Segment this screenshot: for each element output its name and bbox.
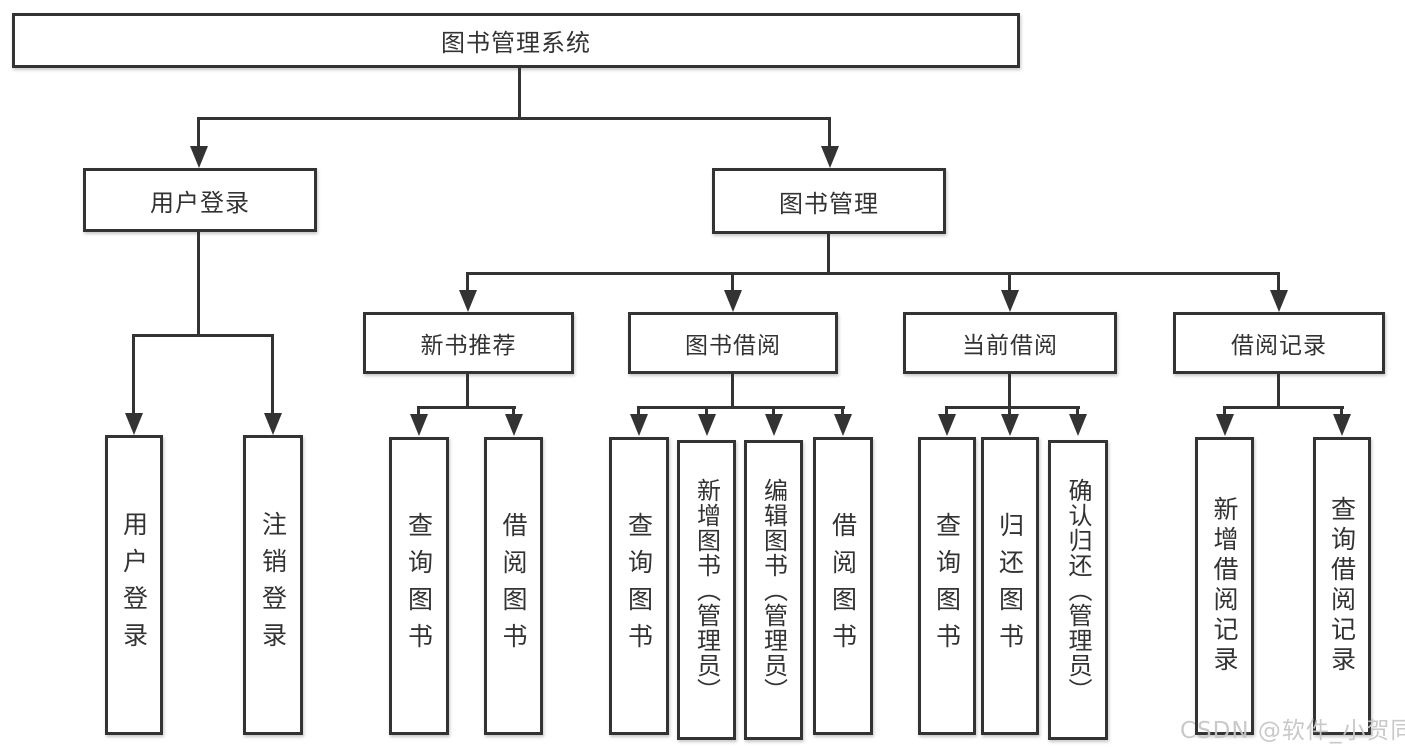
node-book-management: 图书管理 <box>712 168 946 234</box>
connector-line <box>1277 274 1280 290</box>
arrow-down-icon <box>1333 414 1351 436</box>
arrow-down-icon <box>1216 414 1234 436</box>
leaf-query-borrow-record: 查询借阅记录 <box>1313 437 1371 735</box>
connector-line <box>132 336 135 414</box>
leaf-query-books-current-label: 查询图书 <box>932 512 962 660</box>
node-new-book-recommend: 新书推荐 <box>363 312 574 374</box>
arrow-down-icon <box>821 146 839 168</box>
leaf-add-book-admin-label: 新增图书（管理员） <box>692 477 721 703</box>
leaf-confirm-return-admin-label: 确认归还（管理员） <box>1064 477 1092 703</box>
leaf-borrow-books-recommend: 借阅图书 <box>484 437 543 735</box>
leaf-logout: 注销登录 <box>243 435 303 735</box>
connector-line <box>466 272 1280 275</box>
connector-line <box>945 408 948 416</box>
connector-line <box>841 408 844 416</box>
arrow-down-icon <box>459 290 477 312</box>
leaf-user-login: 用户登录 <box>105 435 163 735</box>
node-library-management-system: 图书管理系统 <box>12 13 1020 68</box>
arrow-down-icon <box>834 414 852 436</box>
connector-line <box>705 408 708 416</box>
leaf-confirm-return-admin: 确认归还（管理员） <box>1048 440 1108 740</box>
arrow-down-icon <box>125 413 143 435</box>
connector-line <box>637 406 845 409</box>
arrow-down-icon <box>264 413 282 435</box>
leaf-borrow-books-recommend-label: 借阅图书 <box>499 512 528 660</box>
leaf-add-borrow-record: 新增借阅记录 <box>1195 437 1254 735</box>
node-book-management-label: 图书管理 <box>779 189 879 218</box>
connector-line <box>197 232 200 334</box>
leaf-query-books-recommend-label: 查询图书 <box>404 512 434 660</box>
leaf-edit-book-admin-label: 编辑图书（管理员） <box>759 477 788 703</box>
connector-line <box>466 274 469 290</box>
node-user-login: 用户登录 <box>83 168 317 232</box>
leaf-return-book: 归还图书 <box>981 437 1039 735</box>
connector-line <box>417 406 516 409</box>
connector-line <box>1277 374 1280 406</box>
arrow-down-icon <box>505 414 523 436</box>
leaf-query-books-recommend: 查询图书 <box>389 437 449 735</box>
leaf-query-books-borrowing-label: 查询图书 <box>624 512 654 660</box>
arrow-down-icon <box>1001 414 1019 436</box>
connector-line <box>512 408 515 416</box>
connector-line <box>197 117 831 120</box>
leaf-query-books-current: 查询图书 <box>918 437 976 735</box>
node-current-borrowing: 当前借阅 <box>903 312 1117 374</box>
leaf-edit-book-admin: 编辑图书（管理员） <box>744 440 803 740</box>
node-borrow-records: 借阅记录 <box>1173 312 1385 374</box>
leaf-return-book-label: 归还图书 <box>995 512 1025 660</box>
node-new-book-recommend-label: 新书推荐 <box>420 333 517 359</box>
connector-line <box>828 119 831 149</box>
node-current-borrowing-label: 当前借阅 <box>962 333 1058 359</box>
connector-line <box>1076 408 1079 416</box>
connector-line <box>466 374 469 406</box>
leaf-user-login-label: 用户登录 <box>119 511 149 659</box>
leaf-borrow-books: 借阅图书 <box>813 437 873 735</box>
node-book-borrowing: 图书借阅 <box>628 312 838 374</box>
arrow-down-icon <box>190 146 208 168</box>
leaf-query-borrow-record-label: 查询借阅记录 <box>1327 496 1357 676</box>
leaf-borrow-books-label: 借阅图书 <box>828 512 858 660</box>
connector-line <box>772 408 775 416</box>
connector-line <box>271 336 274 414</box>
leaf-add-book-admin: 新增图书（管理员） <box>677 440 736 740</box>
arrow-down-icon <box>698 414 716 436</box>
connector-line <box>945 406 1080 409</box>
connector-line <box>518 68 521 118</box>
connector-line <box>1223 406 1344 409</box>
arrow-down-icon <box>1270 290 1288 312</box>
connector-line <box>132 334 274 337</box>
connector-line <box>827 234 830 272</box>
watermark: CSDN @软件_小贺同学 <box>1180 718 1405 744</box>
arrow-down-icon <box>1001 290 1019 312</box>
node-user-login-label: 用户登录 <box>150 188 250 217</box>
connector-line <box>1008 274 1011 290</box>
connector-line <box>637 408 640 416</box>
arrow-down-icon <box>724 290 742 312</box>
connector-line <box>1008 408 1011 416</box>
arrow-down-icon <box>1069 414 1087 436</box>
leaf-add-borrow-record-label: 新增借阅记录 <box>1210 496 1239 676</box>
arrow-down-icon <box>938 414 956 436</box>
leaf-logout-label: 注销登录 <box>258 511 288 659</box>
arrow-down-icon <box>410 414 428 436</box>
node-book-borrowing-label: 图书借阅 <box>685 333 781 359</box>
connector-line <box>417 408 420 416</box>
node-borrow-records-label: 借阅记录 <box>1231 333 1327 359</box>
arrow-down-icon <box>630 414 648 436</box>
connector-line <box>1340 408 1343 416</box>
node-library-management-system-label: 图书管理系统 <box>441 29 591 57</box>
connector-line <box>1223 408 1226 416</box>
connector-line <box>197 119 200 149</box>
connector-line <box>731 274 734 290</box>
arrow-down-icon <box>765 414 783 436</box>
connector-line <box>731 374 734 406</box>
connector-line <box>1008 374 1011 406</box>
leaf-query-books-borrowing: 查询图书 <box>609 437 669 735</box>
